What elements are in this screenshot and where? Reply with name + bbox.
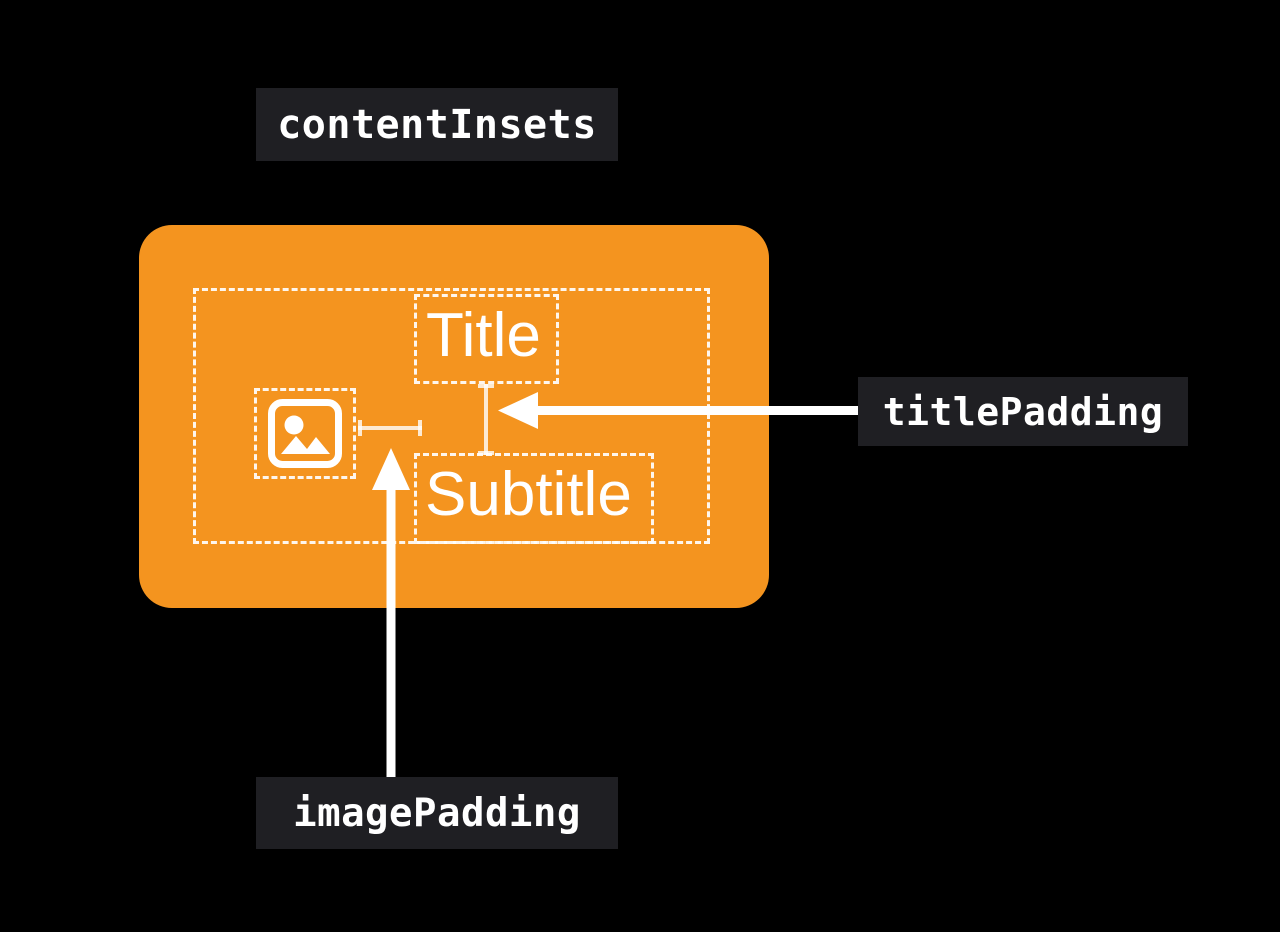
title-padding-measure-beam [478,384,494,455]
subtitle-guide-box [414,453,654,544]
image-guide-box [254,388,356,479]
card-subtitle-text: Subtitle [425,460,632,529]
label-image-padding: imagePadding [256,777,618,849]
label-content-insets: contentInsets [256,88,618,161]
title-padding-callout-arrow [498,392,858,429]
label-title-padding: titlePadding [858,377,1188,446]
title-guide-box [414,294,559,384]
image-padding-measure-beam [358,420,422,436]
card-title-text: Title [426,301,541,370]
image-padding-callout-arrow [372,448,410,780]
photo-icon [268,399,342,468]
